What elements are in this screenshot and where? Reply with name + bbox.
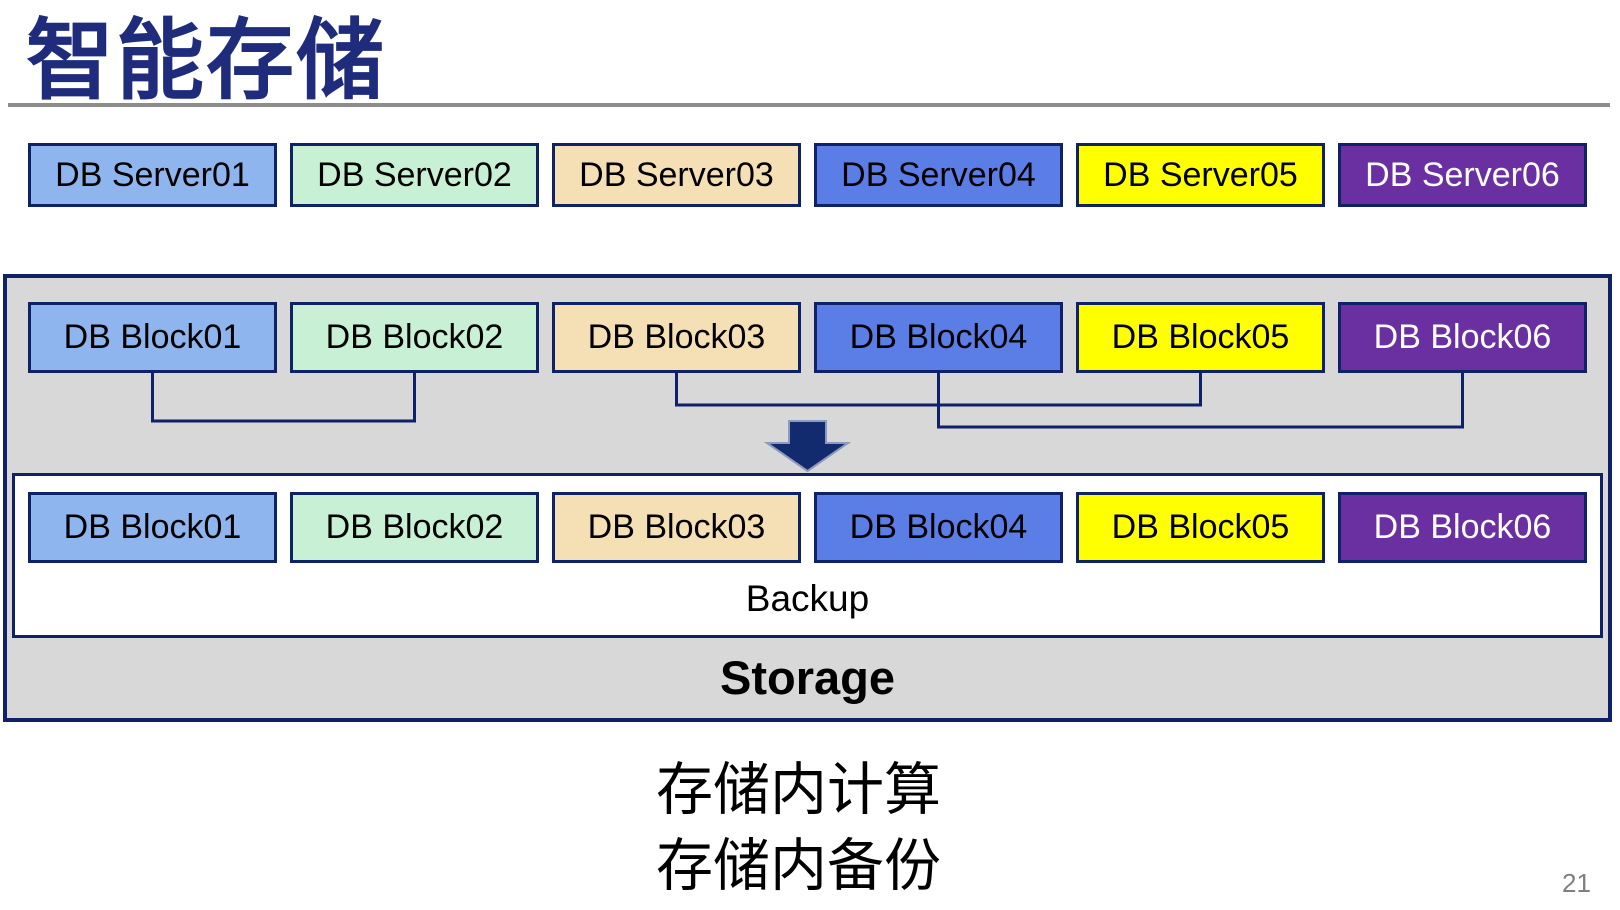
storage-label: Storage xyxy=(720,651,895,704)
server-box-04: DB Server04 xyxy=(814,143,1063,207)
block-bottom-box-03: DB Block03 xyxy=(552,492,801,563)
caption-line-2: 存储内备份 xyxy=(656,834,941,898)
block-top-box-06: DB Block06 xyxy=(1338,302,1587,373)
block-top-box-01: DB Block01 xyxy=(28,302,277,373)
caption-text: 存储内计算 存储内备份 xyxy=(656,752,941,904)
server-box-05: DB Server05 xyxy=(1076,143,1325,207)
block-top-box-03: DB Block03 xyxy=(552,302,801,373)
server-box-02: DB Server02 xyxy=(290,143,539,207)
server-box-06: DB Server06 xyxy=(1338,143,1587,207)
slide-title: 智能存储 xyxy=(26,11,387,110)
block-bottom-box-05: DB Block05 xyxy=(1076,492,1325,563)
server-box-03: DB Server03 xyxy=(552,143,801,207)
block-bottom-box-02: DB Block02 xyxy=(290,492,539,563)
block-top-box-05: DB Block05 xyxy=(1076,302,1325,373)
block-top-box-04: DB Block04 xyxy=(814,302,1063,373)
block-bottom-box-06: DB Block06 xyxy=(1338,492,1587,563)
server-box-01: DB Server01 xyxy=(28,143,277,207)
title-underline xyxy=(8,103,1610,107)
block-top-box-02: DB Block02 xyxy=(290,302,539,373)
block-bottom-box-01: DB Block01 xyxy=(28,492,277,563)
backup-label: Backup xyxy=(745,578,870,619)
page-number: 21 xyxy=(1562,868,1591,898)
block-bottom-box-04: DB Block04 xyxy=(814,492,1063,563)
caption-line-1: 存储内计算 xyxy=(656,758,941,822)
backup-container xyxy=(12,473,1603,638)
